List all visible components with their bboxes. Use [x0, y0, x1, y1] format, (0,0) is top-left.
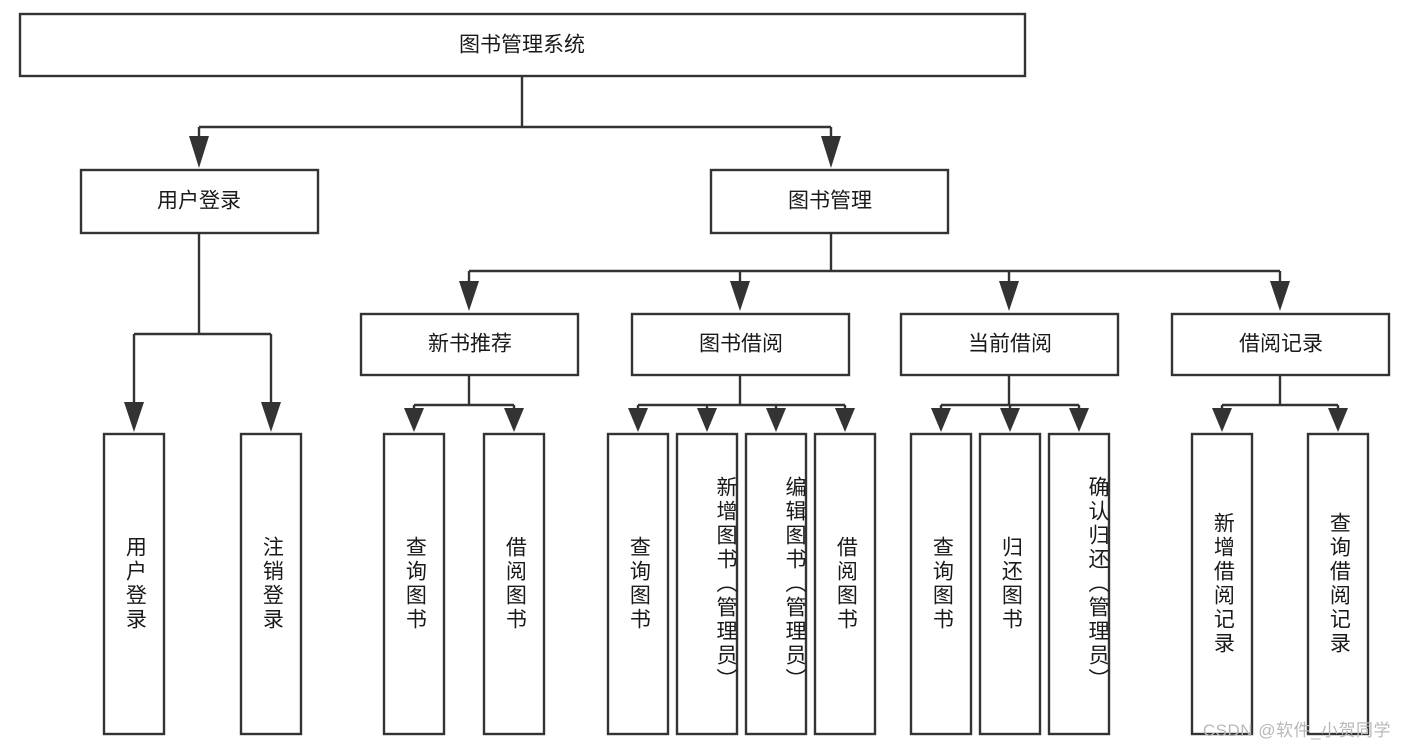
node-box-leaf-query-book-2[interactable] — [606, 432, 670, 736]
arrow-head-leaf-borrow-book-1 — [504, 408, 524, 432]
arrow-head-leaf-add-borrow-record — [1212, 408, 1232, 432]
arrow-head-leaf-borrow-book-2 — [835, 408, 855, 432]
node-box-book-management[interactable] — [709, 168, 950, 235]
node-box-root[interactable] — [18, 12, 1027, 78]
node-box-leaf-query-borrow-record[interactable] — [1306, 432, 1370, 736]
node-label-user-login: 用户登录 — [157, 190, 241, 213]
arrow-head-borrow-record — [1270, 281, 1290, 311]
node-box-leaf-add-book[interactable] — [675, 432, 739, 736]
node-label-book-borrow: 图书借阅 — [699, 333, 783, 356]
arrow-head-leaf-confirm-return — [1069, 408, 1089, 432]
arrow-head-book-management — [821, 136, 841, 168]
connector-group-current-borrow — [931, 375, 1089, 432]
node-box-user-login[interactable] — [79, 168, 320, 235]
node-box-current-borrow[interactable] — [899, 312, 1120, 377]
node-box-leaf-logout-login[interactable] — [239, 432, 303, 736]
arrow-head-leaf-edit-book — [766, 408, 786, 432]
node-box-leaf-borrow-book-1[interactable] — [482, 432, 546, 736]
node-label-current-borrow: 当前借阅 — [968, 333, 1052, 356]
connector-group-book-borrow — [628, 375, 855, 432]
node-box-new-book-recommend[interactable] — [359, 312, 580, 377]
arrow-head-leaf-query-borrow-record — [1328, 408, 1348, 432]
arrow-head-leaf-return-book — [1000, 408, 1020, 432]
arrow-head-user-login — [189, 136, 209, 168]
connector-group-book-management — [459, 233, 1290, 311]
arrow-head-leaf-logout-login — [261, 402, 281, 432]
arrow-head-current-borrow — [999, 281, 1019, 311]
arrow-head-new-book-recommend — [459, 281, 479, 311]
node-box-leaf-confirm-return[interactable] — [1047, 432, 1111, 736]
node-box-book-borrow[interactable] — [630, 312, 851, 377]
node-label-new-book-recommend: 新书推荐 — [428, 333, 512, 356]
arrow-head-book-borrow — [730, 281, 750, 311]
watermark-text: CSDN @软件_小贺同学 — [1202, 721, 1391, 740]
node-box-leaf-user-login[interactable] — [102, 432, 166, 736]
arrow-head-leaf-query-book-3 — [931, 408, 951, 432]
node-box-leaf-query-book-1[interactable] — [382, 432, 446, 736]
node-label-book-management: 图书管理 — [788, 190, 872, 213]
node-box-leaf-query-book-3[interactable] — [909, 432, 973, 736]
node-box-leaf-add-borrow-record[interactable] — [1190, 432, 1254, 736]
arrow-head-leaf-query-book-1 — [404, 408, 424, 432]
arrow-head-leaf-query-book-2 — [628, 408, 648, 432]
node-box-leaf-borrow-book-2[interactable] — [813, 432, 877, 736]
node-label-borrow-record: 借阅记录 — [1239, 333, 1323, 356]
arrow-head-leaf-add-book — [697, 408, 717, 432]
connector-group-user-login — [124, 233, 281, 432]
node-box-leaf-edit-book[interactable] — [744, 432, 808, 736]
node-label-root: 图书管理系统 — [459, 34, 585, 57]
connector-group-borrow-record — [1212, 375, 1348, 432]
connector-group-new-book-recommend — [404, 375, 524, 432]
arrow-head-leaf-user-login — [124, 402, 144, 432]
node-box-leaf-return-book[interactable] — [978, 432, 1042, 736]
node-box-borrow-record[interactable] — [1170, 312, 1391, 377]
connector-group-root — [189, 76, 841, 168]
